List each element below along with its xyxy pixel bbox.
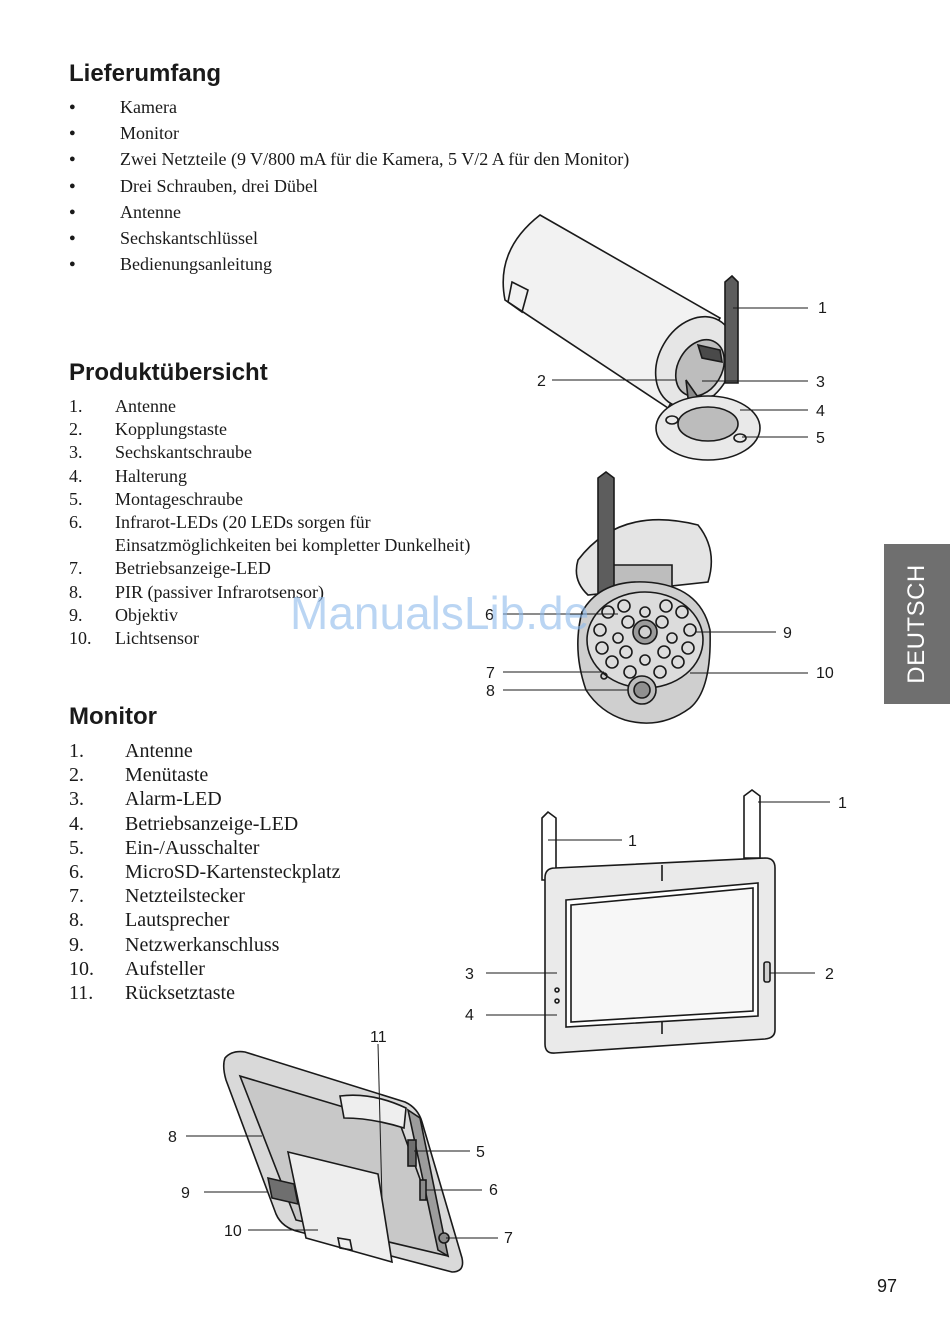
section-title-monitor: Monitor bbox=[69, 703, 157, 730]
callout-label: 7 bbox=[486, 665, 495, 682]
callout-label: 7 bbox=[504, 1230, 513, 1247]
callout-label: 3 bbox=[816, 374, 825, 391]
language-tab: DEUTSCH bbox=[884, 544, 950, 704]
camera-side-callout-lines bbox=[552, 307, 808, 438]
callout-label: 5 bbox=[476, 1144, 485, 1161]
watermark: ManualsLib.de bbox=[290, 587, 590, 639]
list-item: Bedienungsanleitung bbox=[69, 251, 629, 277]
list-item: 1.Antenne bbox=[69, 396, 176, 416]
list-item: Zwei Netzteile (9 V/800 mA für die Kamer… bbox=[69, 146, 629, 172]
list-item: 5.Ein-/Ausschalter bbox=[69, 836, 260, 859]
list-item: 10.Aufsteller bbox=[69, 957, 205, 980]
callout-label: 2 bbox=[537, 373, 546, 390]
list-item: Sechskantschlüssel bbox=[69, 225, 629, 251]
monitor-list: 1.Antenne 2.Menütaste 3.Alarm-LED 4.Betr… bbox=[69, 739, 340, 1005]
callout-label: 3 bbox=[465, 966, 474, 983]
list-item: 1.Antenne bbox=[69, 740, 193, 762]
callout-label: 10 bbox=[224, 1223, 242, 1240]
callout-label: 2 bbox=[825, 966, 834, 983]
list-item: 8.Lautsprecher bbox=[69, 909, 230, 932]
callout-label: 11 bbox=[370, 1029, 387, 1046]
camera-front-callout-lines bbox=[503, 613, 808, 691]
list-item: 4.Betriebsanzeige-LED bbox=[69, 812, 299, 835]
callout-label: 6 bbox=[485, 607, 494, 624]
list-item: Monitor bbox=[69, 120, 629, 146]
list-item: 3.Alarm-LED bbox=[69, 788, 222, 811]
list-item: 9.Netzwerkanschluss bbox=[69, 933, 280, 956]
camera-front-illustration bbox=[575, 471, 713, 724]
callout-label: 1 bbox=[838, 795, 847, 812]
section-title-contents: Lieferumfang bbox=[69, 60, 222, 87]
callout-label: 1 bbox=[818, 300, 827, 317]
callout-label: 4 bbox=[816, 403, 825, 420]
page-number: 97 bbox=[877, 1276, 898, 1296]
list-item: 2.Menütaste bbox=[69, 764, 209, 787]
list-item: 3.Sechskantschraube bbox=[69, 442, 252, 463]
list-item: 6.MicroSD-Kartensteckplatz bbox=[69, 861, 341, 884]
list-item: Drei Schrauben, drei Dübel bbox=[69, 173, 629, 199]
list-item: 5.Montageschraube bbox=[69, 488, 243, 509]
list-item: 11.Rücksetztaste bbox=[69, 982, 235, 1005]
list-item: Antenne bbox=[69, 199, 629, 225]
contents-list: Kamera Monitor Zwei Netzteile (9 V/800 m… bbox=[69, 94, 629, 277]
list-item: 8.PIR (passiver Infrarotsensor) bbox=[69, 581, 324, 602]
callout-label: 4 bbox=[465, 1007, 474, 1024]
section-title-overview: Produktübersicht bbox=[69, 359, 268, 386]
list-item: 9.Objektiv bbox=[69, 604, 178, 625]
overview-list: 1.Antenne 2.Kopplungstaste 3.Sechskantsc… bbox=[69, 395, 470, 650]
callout-label: 10 bbox=[816, 665, 834, 682]
callout-label: 9 bbox=[783, 625, 792, 642]
list-item: Kamera bbox=[69, 94, 629, 120]
language-tab-label: DEUTSCH bbox=[903, 564, 930, 684]
monitor-back-callout-lines bbox=[186, 1043, 498, 1239]
callout-label: 9 bbox=[181, 1185, 190, 1202]
callout-label: 8 bbox=[486, 683, 495, 700]
monitor-back-illustration bbox=[222, 1050, 464, 1273]
list-item: 10.Lichtsensor bbox=[69, 628, 199, 649]
list-item: 4.Halterung bbox=[69, 465, 187, 486]
callout-label: 1 bbox=[628, 833, 637, 850]
monitor-front-callout-lines bbox=[486, 801, 830, 1016]
list-item: 2.Kopplungstaste bbox=[69, 419, 227, 440]
list-item: 7.Netzteilstecker bbox=[69, 885, 245, 908]
callout-label: 5 bbox=[816, 430, 825, 447]
callout-label: 6 bbox=[489, 1182, 498, 1199]
callout-label: 8 bbox=[168, 1129, 177, 1146]
list-item: 7.Betriebsanzeige-LED bbox=[69, 558, 271, 579]
monitor-front-illustration bbox=[541, 789, 776, 1054]
